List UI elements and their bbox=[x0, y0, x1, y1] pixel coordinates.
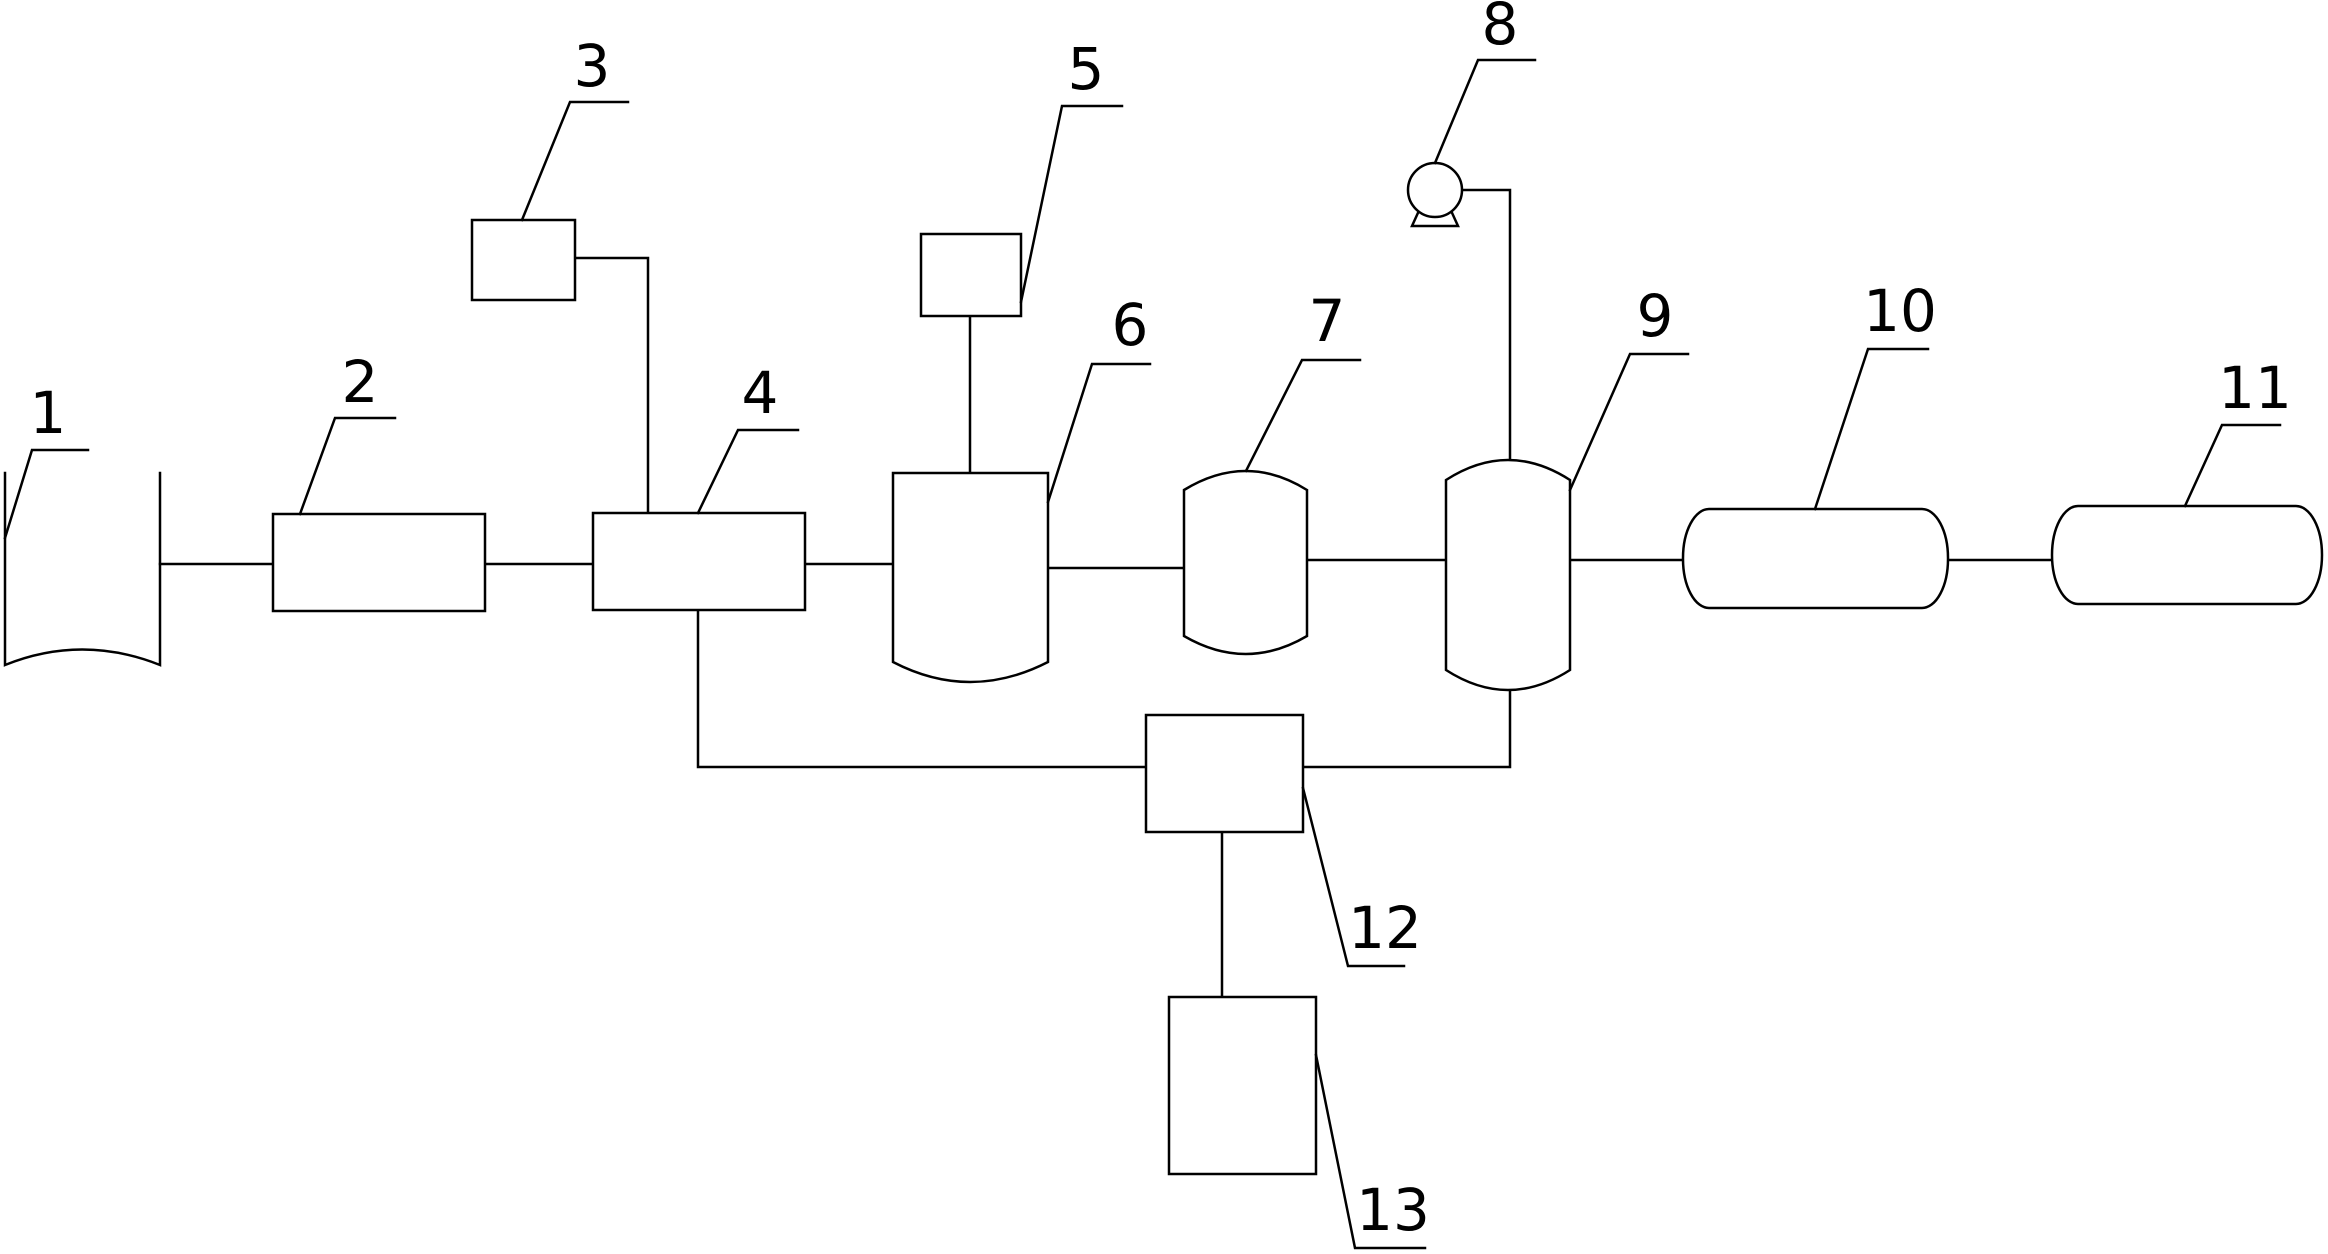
horizontal-vessel-11 bbox=[2050, 504, 2324, 606]
label-3: 3 bbox=[574, 32, 611, 100]
pipelines bbox=[158, 188, 2054, 999]
leader-11 bbox=[2183, 423, 2282, 508]
label-9: 9 bbox=[1637, 282, 1674, 350]
pipe-9-12 bbox=[1301, 688, 1512, 769]
vessel-9 bbox=[1444, 458, 1572, 692]
label-10: 10 bbox=[1863, 277, 1937, 345]
unit-13 bbox=[1167, 995, 1318, 1176]
leader-6 bbox=[1046, 362, 1152, 504]
label-11: 11 bbox=[2218, 354, 2292, 422]
pipe-3-4 bbox=[573, 256, 650, 515]
horizontal-vessel-10 bbox=[1681, 507, 1950, 610]
leader-4 bbox=[696, 428, 800, 515]
unit-4 bbox=[591, 511, 807, 612]
label-5: 5 bbox=[1068, 35, 1105, 103]
pipe-4-12 bbox=[696, 602, 1148, 769]
vessel-1 bbox=[3, 471, 162, 667]
pump-8-icon bbox=[1406, 161, 1464, 228]
leader-8 bbox=[1433, 58, 1537, 165]
unit-5 bbox=[919, 232, 1023, 318]
label-6: 6 bbox=[1112, 291, 1149, 359]
labels: 1 2 3 4 5 6 7 8 9 10 11 12 13 bbox=[30, 0, 2292, 1244]
label-2: 2 bbox=[342, 348, 379, 416]
leader-9 bbox=[1568, 352, 1690, 492]
tank-6 bbox=[891, 471, 1050, 684]
equipment bbox=[3, 161, 2324, 1176]
unit-3 bbox=[470, 218, 577, 302]
pipe-8-9 bbox=[1460, 188, 1512, 462]
unit-12 bbox=[1144, 713, 1305, 834]
leader-2 bbox=[298, 416, 397, 516]
leader-lines bbox=[3, 58, 2282, 1250]
leader-5 bbox=[1019, 104, 1124, 304]
label-13: 13 bbox=[1356, 1176, 1430, 1244]
label-1: 1 bbox=[30, 379, 67, 447]
label-8: 8 bbox=[1482, 0, 1519, 58]
leader-10 bbox=[1813, 347, 1930, 511]
label-4: 4 bbox=[742, 359, 779, 427]
unit-2 bbox=[271, 512, 487, 613]
vessel-7 bbox=[1182, 469, 1309, 656]
label-12: 12 bbox=[1348, 894, 1422, 962]
leader-7 bbox=[1244, 358, 1362, 473]
leader-1 bbox=[3, 448, 90, 540]
leader-13 bbox=[1314, 1053, 1427, 1250]
leader-3 bbox=[520, 100, 630, 222]
leader-12 bbox=[1301, 786, 1406, 968]
label-7: 7 bbox=[1309, 287, 1346, 355]
